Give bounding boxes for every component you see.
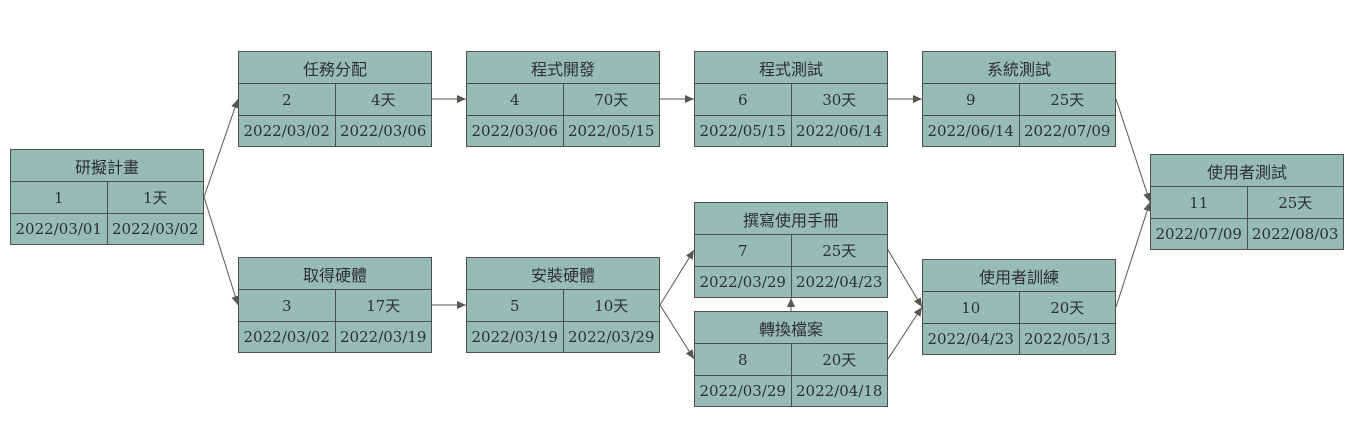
dependency-arrow-t7-t10 (887, 249, 923, 308)
task-start-date: 2022/03/06 (471, 122, 558, 140)
task-name: 轉換檔案 (758, 319, 823, 339)
task-start-date: 2022/06/14 (927, 122, 1014, 140)
task-start-date: 2022/05/15 (699, 122, 786, 140)
task-duration: 25天 (790, 235, 888, 266)
task-duration: 25天 (1018, 84, 1116, 115)
dependency-arrow-t10-t11 (1115, 201, 1152, 308)
task-end-date: 2022/08/03 (1246, 219, 1344, 249)
task-start-date: 2022/03/29 (699, 382, 786, 400)
dependency-arrow-t5-t7 (659, 249, 695, 306)
task-end-date: 2022/03/02 (106, 214, 204, 244)
dependency-arrow-t8-t10 (887, 306, 923, 360)
dependency-arrow-t1-t2 (203, 98, 239, 198)
task-number: 3 (281, 296, 292, 315)
task-name: 使用者訓練 (978, 267, 1059, 287)
task-start-date: 2022/03/02 (243, 328, 330, 346)
task-duration: 70天 (562, 84, 660, 115)
task-name: 撰寫使用手冊 (742, 210, 839, 230)
task-number: 8 (737, 350, 748, 369)
task-duration: 30天 (790, 84, 888, 115)
task-end-date: 2022/03/19 (334, 322, 432, 352)
task-end-date: 2022/03/29 (562, 322, 660, 352)
task-number: 1 (53, 188, 64, 207)
task-end-date: 2022/05/15 (562, 116, 660, 146)
task-number: 11 (1189, 193, 1209, 212)
task-number: 5 (509, 296, 520, 315)
task-name: 使用者測試 (1206, 162, 1287, 182)
task-number: 4 (509, 90, 520, 109)
task-number: 10 (961, 298, 981, 317)
dependency-arrow-t5-t8 (659, 304, 695, 360)
task-number: 9 (965, 90, 976, 109)
task-end-date: 2022/07/09 (1018, 116, 1116, 146)
task-start-date: 2022/04/23 (927, 330, 1014, 348)
task-duration: 1天 (106, 182, 204, 213)
task-number: 7 (737, 241, 748, 260)
task-name: 系統測試 (986, 59, 1051, 79)
task-start-date: 2022/03/19 (471, 328, 558, 346)
task-name: 程式開發 (530, 59, 595, 79)
dependency-arrow-t1-t3 (203, 196, 240, 306)
task-number: 2 (281, 90, 292, 109)
task-duration: 17天 (334, 290, 432, 321)
task-duration: 10天 (562, 290, 660, 321)
task-name: 取得硬體 (302, 265, 367, 285)
task-start-date: 2022/03/29 (699, 273, 786, 291)
task-end-date: 2022/04/23 (790, 267, 888, 297)
task-name: 研擬計畫 (74, 157, 139, 177)
task-name: 任務分配 (302, 59, 367, 79)
task-duration: 4天 (334, 84, 432, 115)
task-duration: 20天 (1018, 292, 1116, 323)
task-start-date: 2022/03/01 (15, 220, 102, 238)
task-name: 程式測試 (758, 59, 823, 79)
task-start-date: 2022/03/02 (243, 122, 330, 140)
task-end-date: 2022/04/18 (790, 376, 888, 406)
task-start-date: 2022/07/09 (1155, 225, 1242, 243)
dependency-arrow-t9-t11 (1115, 98, 1151, 203)
task-end-date: 2022/05/13 (1018, 324, 1116, 354)
task-end-date: 2022/06/14 (790, 116, 888, 146)
task-name: 安裝硬體 (530, 265, 595, 285)
task-duration: 20天 (790, 344, 888, 375)
task-end-date: 2022/03/06 (334, 116, 432, 146)
task-duration: 25天 (1246, 187, 1344, 218)
task-number: 6 (737, 90, 748, 109)
